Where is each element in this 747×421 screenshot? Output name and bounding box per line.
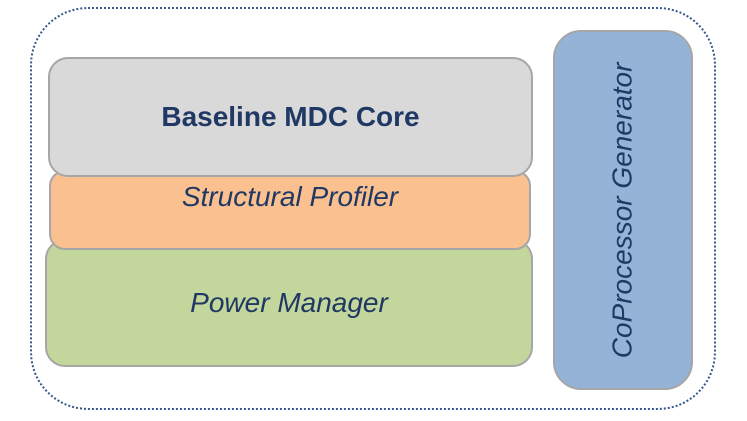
outer-dotted-frame	[30, 7, 716, 410]
block-coprocessor-generator: CoProcessor Generator	[553, 30, 693, 390]
block-baseline-mdc-core-label: Baseline MDC Core	[161, 100, 420, 132]
block-baseline-mdc-core: Baseline MDC Core	[48, 57, 533, 177]
block-power-manager: Power Manager	[45, 239, 533, 367]
block-structural-profiler-label: Structural Profiler	[181, 180, 399, 212]
block-coprocessor-generator-label: CoProcessor Generator	[606, 62, 638, 358]
block-structural-profiler: Structural Profiler	[49, 170, 531, 250]
block-power-manager-label: Power Manager	[190, 286, 388, 318]
